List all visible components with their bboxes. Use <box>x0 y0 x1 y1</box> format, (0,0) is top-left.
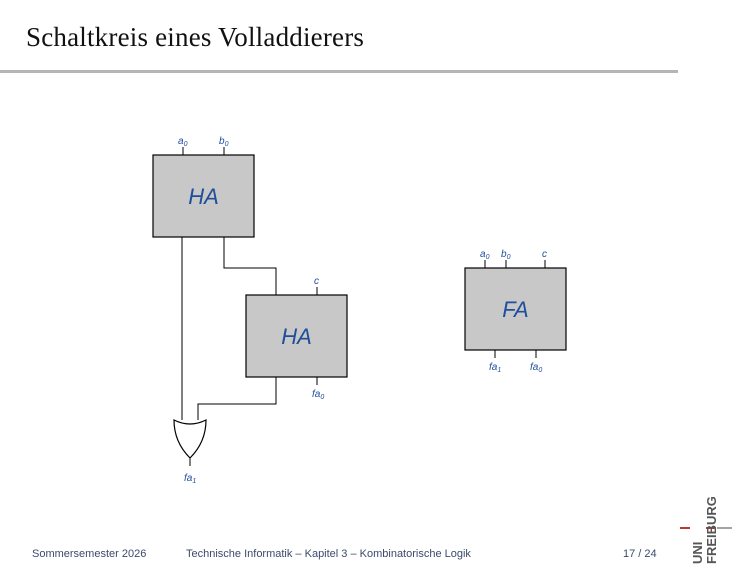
ha-top-input-b-label: b0 <box>219 136 229 148</box>
ha-top-sum-to-ha-bottom-wire <box>223 237 277 295</box>
slide-title: Schaltkreis eines Volladdierers <box>26 22 365 52</box>
or-gate-symbol <box>173 419 207 459</box>
fa-input-a-label: a0 <box>480 249 490 261</box>
fa-output-fa1-label: fa1 <box>489 362 501 374</box>
ha-bottom-output-fa0-label: fa0 <box>312 389 324 401</box>
ha-top-input-a-label: a0 <box>178 136 188 148</box>
fa-output-fa0-label: fa0 <box>530 362 542 374</box>
logo-text-freiburg: FREIBURG <box>704 496 719 564</box>
half-adder-bottom-label: HA <box>281 324 312 349</box>
title-rule <box>0 70 678 73</box>
or-gate-output-fa1-label: fa1 <box>184 473 196 485</box>
ha-bottom-carry-to-or-wire <box>197 377 277 420</box>
university-logo: UNI FREIBURG <box>680 496 732 564</box>
half-adder-bottom-block <box>245 294 348 378</box>
full-adder-label: FA <box>502 297 528 322</box>
full-adder-block <box>464 267 567 351</box>
footer-page-number: 17 / 24 <box>623 548 657 560</box>
half-adder-top-block <box>152 154 255 238</box>
footer-course: Technische Informatik – Kapitel 3 – Komb… <box>186 548 471 560</box>
half-adder-top-label: HA <box>188 184 219 209</box>
fa-input-c-label: c <box>542 249 547 260</box>
fa-input-b-label: b0 <box>501 249 511 261</box>
footer-term: Sommersemester 2026 <box>32 548 147 560</box>
ha-bottom-input-c-label: c <box>314 276 319 287</box>
logo-text-uni: UNI <box>690 542 705 564</box>
